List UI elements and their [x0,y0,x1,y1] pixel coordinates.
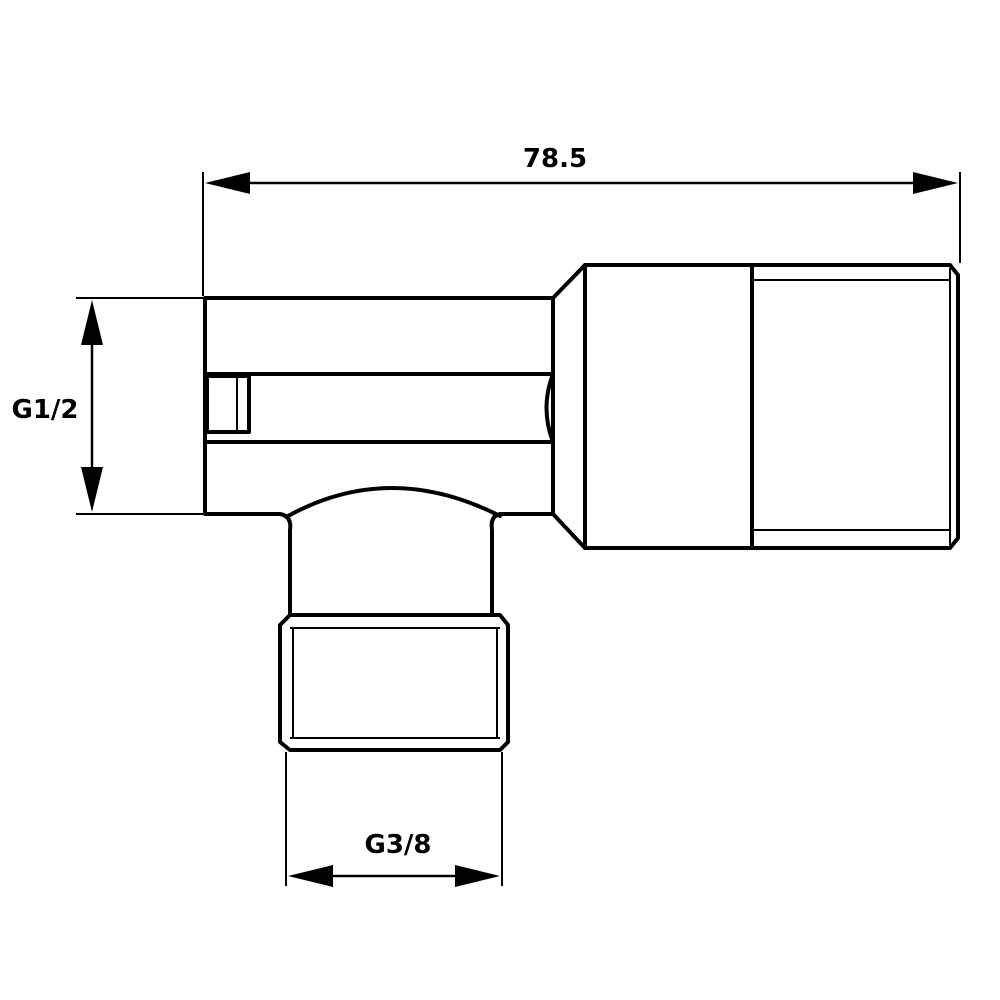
outlet-thread [278,613,510,752]
dimension-outlet-thread: G3/8 [285,752,503,887]
inlet-label: G1/2 [11,395,78,425]
dimension-inlet-thread: G1/2 [11,297,203,515]
length-arrow-right [913,172,958,194]
inlet-arrow-top [81,300,103,345]
length-label: 78.5 [523,144,587,174]
outlet-label: G3/8 [364,830,431,860]
main-body-outline [203,296,555,617]
screw-slot [205,374,251,434]
dimension-overall-length: 78.5 [202,144,961,296]
outlet-arrow-left [288,865,333,887]
outlet-arrow-right [455,865,500,887]
outlet-dome [286,486,502,518]
channel-curve [544,372,555,444]
length-arrow-left [205,172,250,194]
inlet-arrow-bottom [81,467,103,512]
right-cylinder [583,263,960,550]
valve-body [203,263,960,752]
cone-transition [551,263,587,550]
